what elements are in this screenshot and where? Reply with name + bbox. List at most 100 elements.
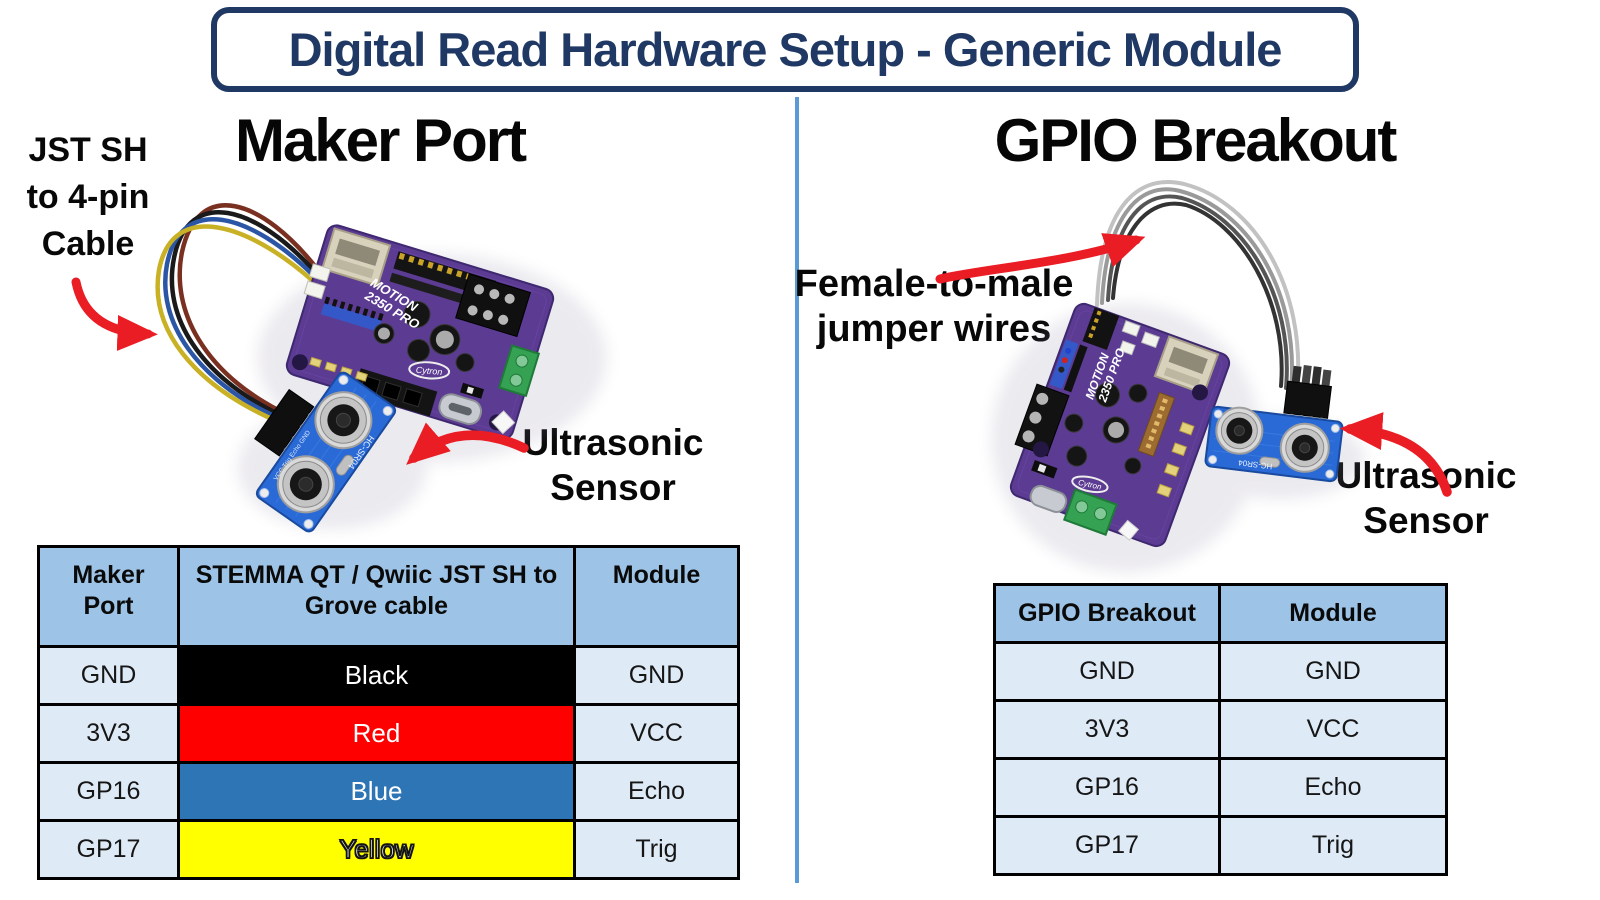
cell-port: GP16 [37,761,180,822]
cell-pin: GND [993,641,1221,702]
callout-arrows [71,233,1452,497]
capacitors [1064,382,1148,475]
usb-c-port [438,393,483,426]
status-leds [1156,421,1195,498]
wire-black [169,209,319,416]
cell-module: Echo [573,761,740,822]
crystal-oscillator [335,454,354,476]
table-row: GND Black GND [37,645,740,706]
page-title-text: Digital Read Hardware Setup - Generic Mo… [288,23,1283,76]
ultrasonic-sensor-left: VCC Trig Echo GND HC-SR04 [254,371,397,533]
sensor-corner-holes [259,374,393,530]
ultrasonic-label-right-line2: Sensor [1363,500,1489,541]
cell-wire-color: Blue [177,761,576,822]
cell-module: Trig [1218,815,1448,876]
wire-gray-light [1095,180,1301,394]
brand-logo: Cytron [408,361,451,380]
cell-pin: GP17 [993,815,1221,876]
jst-cable-label: JST SH to 4-pin Cable [4,127,172,268]
jumper-wires-label-line2: jumper wires [816,308,1052,350]
jst-sh-connectors [303,263,332,300]
gpio-breakout-wiring-table: GPIO Breakout Module GND GND 3V3 VCC GP1… [993,583,1448,876]
power-switch [1031,460,1058,479]
brand-logo-text: Cytron [415,365,442,377]
maker-port-wiring-table: Maker Port STEMMA QT / Qwiic JST SH to G… [37,545,740,880]
usb-a-port [321,227,392,287]
cell-pin: GP16 [993,757,1221,818]
wire-yellow [155,224,316,422]
terminal-block-black [1014,383,1070,457]
usb-a-port [1153,335,1220,396]
cell-port: 3V3 [37,703,180,764]
table-row: GP17 Yellow Trig [37,819,740,880]
transducer [1279,422,1330,473]
ultrasonic-label-left-line2: Sensor [550,467,676,508]
cell-module: VCC [573,703,740,764]
jumper-wires-label: Female-to-male jumper wires [788,262,1080,352]
corner-jst-connector [1117,519,1140,541]
ultrasonic-sensor-label-right: Ultrasonic Sensor [1324,453,1528,543]
table-header-row: Maker Port STEMMA QT / Qwiic JST SH to G… [37,545,740,648]
usb-c-port [1029,484,1068,513]
blue-pin-header [320,296,384,332]
heading-maker-port: Maker Port [234,107,527,174]
transducer [314,391,373,450]
table-row: 3V3 VCC [993,699,1448,760]
transducer [276,455,335,514]
cell-wire-color: Yellow [177,819,576,880]
jumper-wires-label-line1: Female-to-male [794,263,1074,305]
gold-pin-header [1137,391,1176,457]
mounting-hole [291,354,308,371]
section-divider [795,97,799,883]
corner-jst-connector [491,410,516,435]
sensor-model-text: HC-SR04 [1237,458,1273,471]
cell-pin: 3V3 [993,699,1221,760]
jst-cable-label-line2: to 4-pin [26,178,150,216]
cell-module: Trig [573,819,740,880]
green-screw-terminal [497,344,541,398]
table-row: 3V3 Red VCC [37,703,740,764]
sensor-corner-holes [1208,409,1340,479]
col-header-module: Module [1218,583,1448,644]
col-header-cable: STEMMA QT / Qwiic JST SH to Grove cable [177,545,576,648]
arrow-ultrasonic-right [1339,412,1452,497]
wire-brown [177,203,321,413]
col-header-gpio-breakout: GPIO Breakout [993,583,1221,644]
page-title: Digital Read Hardware Setup - Generic Mo… [211,7,1359,92]
terminal-block-black [455,273,531,338]
mounting-hole [1032,441,1049,458]
table-row: GP16 Blue Echo [37,761,740,822]
jst-cable-wires [155,203,321,422]
jst-sh-connectors [1118,320,1161,356]
cell-module: VCC [1218,699,1448,760]
crystal-oscillator [1259,456,1281,468]
maker-port-board: MOTION 2350 PRO Cytron [285,224,555,440]
cell-wire-color: Red [177,703,576,764]
jst-cable-label-line1: JST SH [28,131,148,169]
col-header-maker-port: Maker Port [37,545,180,648]
table-row: GND GND [993,641,1448,702]
power-switch [460,382,485,399]
ultrasonic-sensor-right: HC-SR04 [1204,365,1344,483]
table-header-row: GPIO Breakout Module [993,583,1448,644]
table-row: GP17 Trig [993,815,1448,876]
cell-port: GND [37,645,180,706]
arrow-jumper-wires [935,233,1146,284]
cell-module: GND [1218,641,1448,702]
transducer [1215,406,1264,455]
cell-port: GP17 [37,819,180,880]
jst-cable-label-line3: Cable [41,225,135,263]
gpio-header [1082,307,1120,350]
side-pin-headers [1049,339,1088,393]
cell-module: GND [573,645,740,706]
cell-module: Echo [1218,757,1448,818]
heading-gpio-breakout: GPIO Breakout [994,107,1398,174]
wire-blue [163,216,318,419]
capacitors [373,300,475,373]
arrow-ultrasonic-left [406,422,529,465]
cell-wire-color: Black [177,645,576,706]
table-row: GP16 Echo [993,757,1448,818]
arrow-jst-cable [71,277,158,351]
